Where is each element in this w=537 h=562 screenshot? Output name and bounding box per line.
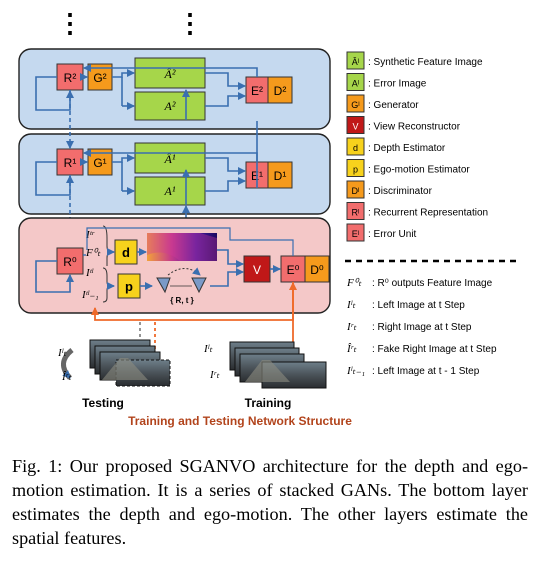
training-bottom-symbol: Iʳₜ: [209, 369, 220, 381]
camera-pose-icon: [156, 267, 207, 294]
notation-symbol: Iʳₜ: [346, 321, 357, 333]
layer0-error-label: E⁰: [287, 263, 300, 277]
layer0-discriminator-label: D⁰: [310, 263, 324, 277]
training-top-symbol: Iˡₜ: [203, 343, 213, 355]
input-right-image: Iᵗʳ: [85, 229, 96, 241]
legend-swatch: [346, 159, 365, 177]
legend-text: : Discriminator: [368, 186, 433, 197]
layer2-error-label: E²: [251, 84, 263, 98]
layer1-discriminator-box: [267, 161, 293, 189]
legend-key: Âˡ: [352, 57, 359, 67]
notation-text: : Left Image at t - 1 Step: [372, 366, 480, 377]
testing-label: Testing: [82, 396, 124, 410]
layer2-discriminator-label: D²: [274, 84, 287, 98]
layer0-recurrent-box: [56, 247, 84, 275]
testing-bottom-symbol: Îʳₜ: [61, 371, 72, 383]
figure-caption: Fig. 1: Our proposed SGANVO architecture…: [12, 456, 528, 548]
pose-estimator-label: p: [125, 279, 133, 294]
legend-text: : Error Unit: [368, 229, 417, 240]
depth-estimator-label: d: [122, 245, 130, 260]
legend-key: Eˡ: [352, 229, 359, 239]
legend-swatch: [346, 137, 365, 156]
layer2-image-label: A²: [164, 99, 176, 113]
depth-map-shading: [147, 233, 217, 261]
layer0-recurrent-label: R⁰: [63, 255, 77, 269]
layer2-recurrent-label: R²: [64, 71, 77, 85]
depth-map-image: [147, 233, 217, 261]
architecture-figure: ⋮ ⋮ R² G² Â² A² E² D² R¹ G¹ Â¹ A¹ E¹ D¹: [18, 8, 517, 428]
layer2-generator-label: G²: [93, 71, 106, 85]
legend-text: : Error Image: [368, 79, 427, 90]
ellipsis-left: ⋮: [57, 8, 83, 38]
layer2-synthetic-box: [134, 57, 206, 89]
training-image-stack: [229, 341, 327, 389]
legend-swatch: [346, 202, 365, 220]
notation-text: : Right Image at t Step: [372, 322, 472, 333]
legend-swatch: [346, 51, 365, 70]
layer1-generator-label: G¹: [93, 156, 106, 170]
legend-swatch: [346, 180, 365, 199]
layer2-image-box: [134, 91, 206, 121]
notation-symbol: Îʳₜ: [346, 343, 357, 355]
legend-key: Aˡ: [352, 79, 359, 89]
input-feature-image: F⁰ₜ: [85, 247, 101, 259]
notation-text: : R⁰ outputs Feature Image: [372, 278, 493, 289]
legend-text: : Recurrent Representation: [368, 208, 488, 219]
legend-text: : Synthetic Feature Image: [368, 57, 483, 68]
layer1-recurrent-label: R¹: [64, 156, 77, 170]
legend-key: d: [353, 143, 358, 153]
testing-cycle-icon: [61, 348, 74, 380]
notation-text: : Left Image at t Step: [372, 300, 465, 311]
layer2-discriminator-box: [267, 76, 293, 104]
legend-swatch: [346, 73, 365, 91]
network-title: Training and Testing Network Structure: [128, 414, 352, 428]
legend-key: Rˡ: [352, 208, 360, 218]
notation-symbol: F⁰ₜ: [346, 277, 362, 289]
layer0-discriminator-box: [304, 255, 330, 283]
view-reconstructor-box: [243, 255, 271, 283]
legend-key: p: [353, 165, 358, 175]
layer0-panel: [18, 217, 331, 314]
notation-symbol: Iˡₜ₋₁: [346, 365, 365, 377]
legend-text: : Depth Estimator: [368, 143, 446, 154]
layer1-discriminator-label: D¹: [274, 169, 287, 183]
legend-key: Gˡ: [351, 100, 359, 110]
testing-image-stack: [89, 339, 171, 387]
layer2-synthetic-label: Â²: [164, 67, 176, 81]
input-left-image: Iᵗˡ: [85, 267, 94, 279]
ellipsis-right: ⋮: [177, 8, 203, 38]
legend-swatch: [346, 223, 365, 242]
layer1-image-label: A¹: [164, 184, 176, 198]
pose-output-label: { R, t }: [170, 296, 194, 305]
legend-key: Dˡ: [352, 186, 360, 196]
legend-text: : Ego-motion Estimator: [368, 165, 470, 176]
notation-symbol: Iˡₜ: [346, 299, 356, 311]
view-reconstructor-label: V: [253, 263, 261, 277]
legend-key: V: [352, 122, 358, 132]
layer1-image-box: [134, 176, 206, 206]
layer1-synthetic-label: Â¹: [164, 152, 176, 166]
legend-text: : Generator: [368, 100, 419, 111]
layer2-recurrent-box: [56, 63, 84, 91]
training-label: Training: [245, 396, 292, 410]
legend-text: : View Reconstructor: [368, 122, 461, 133]
notation-text: : Fake Right Image at t Step: [372, 344, 497, 355]
testing-top-symbol: Iˡₜ: [57, 347, 67, 359]
legend-swatch: [346, 94, 365, 113]
input-prev-left-image: Iᵗˡ₋₁: [81, 289, 99, 301]
legend-swatch: [346, 116, 365, 134]
